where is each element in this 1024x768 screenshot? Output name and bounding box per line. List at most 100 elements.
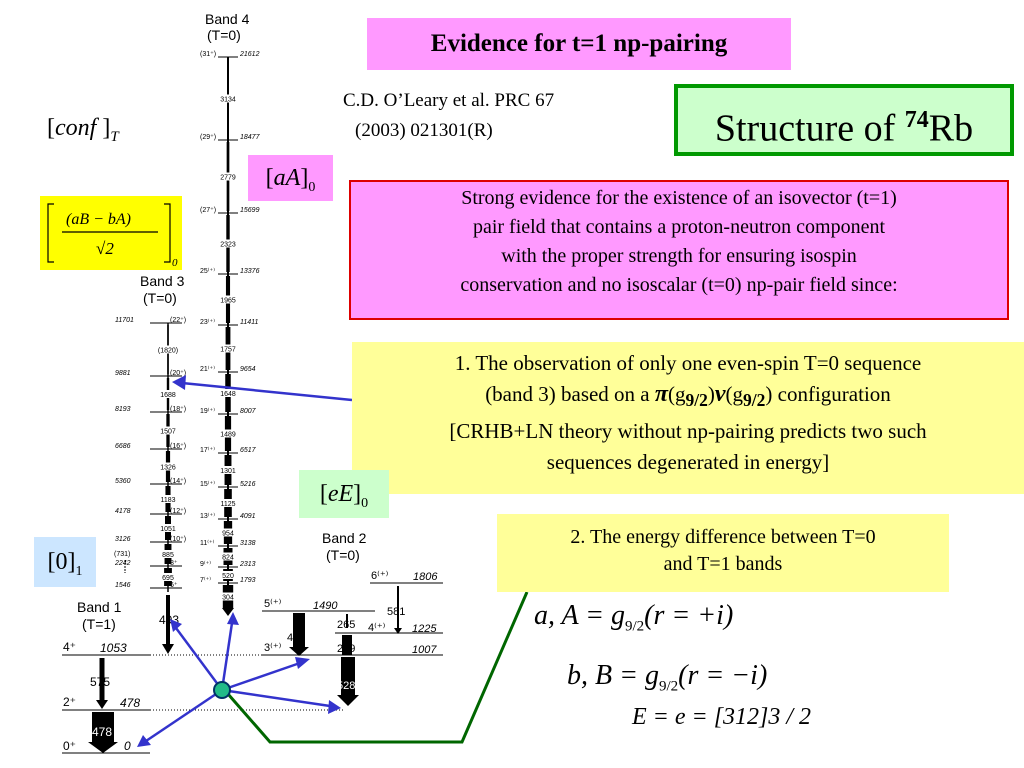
evidence-line: conservation and no isoscalar (t=0) np-p… bbox=[460, 274, 898, 296]
level-energy: 0 bbox=[124, 739, 131, 753]
point-text: (band 3) based on a bbox=[485, 382, 655, 406]
band3-name: Band 3 bbox=[140, 273, 185, 289]
arrowhead bbox=[88, 742, 118, 753]
label-bg bbox=[157, 573, 179, 581]
bracket: [ bbox=[47, 115, 55, 141]
orbital-subscript: 9/2 bbox=[685, 390, 708, 411]
reference-line1: C.D. O’Leary et al. PRC 67 bbox=[343, 90, 555, 111]
level-energy: 1793 bbox=[240, 577, 256, 584]
label-bg bbox=[157, 390, 179, 398]
level-energy: 9881 bbox=[115, 370, 131, 377]
level-energy: 8007 bbox=[240, 408, 257, 415]
arrow-to-band2-bottom bbox=[221, 661, 301, 692]
arrow-to-band3-bottom bbox=[174, 627, 224, 691]
formula-lhs: a, A = g bbox=[534, 600, 625, 631]
slide-title: Evidence for t=1 np-pairing bbox=[367, 18, 791, 70]
level-spin: (10⁺) bbox=[170, 536, 186, 543]
arrowhead bbox=[172, 375, 186, 390]
orbital-subscript: 9/2 bbox=[743, 390, 766, 411]
point-line: 1. The observation of only one even-spin… bbox=[454, 351, 922, 375]
transition-energy: 1051 bbox=[160, 526, 176, 533]
bracket: ] bbox=[300, 165, 309, 191]
label-body: conf bbox=[55, 115, 97, 141]
formula-sub: 9/2 bbox=[659, 678, 679, 695]
zero-label: [0]1 bbox=[34, 537, 96, 587]
band2-name: Band 2 bbox=[322, 530, 367, 546]
reference-line2: (2003) 021301(R) bbox=[355, 120, 493, 141]
label-bg bbox=[220, 295, 236, 304]
transition-energy: 219 bbox=[337, 643, 355, 655]
bracket: [ bbox=[265, 165, 274, 191]
evidence-line: pair field that contains a proton-neutro… bbox=[472, 216, 886, 238]
band4-name: Band 4 bbox=[205, 11, 250, 27]
transition-energy: 304 bbox=[222, 595, 234, 602]
level-spin: 11⁽⁺⁾ bbox=[200, 539, 215, 547]
transition-energy: 1757 bbox=[220, 347, 236, 354]
level-spin: (22⁺) bbox=[170, 317, 186, 324]
arrowhead bbox=[289, 647, 309, 656]
band2-iso: (T=0) bbox=[326, 547, 360, 563]
transition-thick bbox=[92, 712, 114, 742]
level-spin: (27⁺) bbox=[200, 207, 216, 214]
junction-node bbox=[213, 681, 231, 699]
level-energy: 21612 bbox=[239, 51, 260, 58]
level-energy: 15699 bbox=[240, 207, 260, 214]
level-energy: 1806 bbox=[413, 571, 438, 583]
level-energy: 3126 bbox=[115, 536, 131, 543]
arrow-to-band3 bbox=[181, 381, 353, 402]
aa-label: [aA]0 bbox=[248, 155, 333, 201]
label-body: eE bbox=[327, 481, 354, 507]
fraction-numerator: (aB − bA) bbox=[66, 211, 131, 228]
arrow-to-band2-528 bbox=[221, 688, 331, 708]
point-text: configuration bbox=[772, 382, 891, 406]
level-energy: 1053 bbox=[100, 641, 127, 655]
label-bg bbox=[157, 495, 179, 503]
arrowhead bbox=[222, 608, 234, 616]
transition-energy: 575 bbox=[90, 675, 110, 689]
label-sub: T bbox=[110, 128, 119, 145]
transition-energy: 478 bbox=[92, 725, 112, 739]
level-energy: 5360 bbox=[115, 478, 131, 485]
level-spin: 6⁺ bbox=[170, 582, 178, 589]
fraction-subscript: 0 bbox=[172, 257, 178, 269]
orbital-close: ) bbox=[707, 382, 715, 406]
level-energy: 6686 bbox=[115, 443, 131, 450]
label-bg bbox=[220, 552, 236, 561]
label-bg bbox=[220, 429, 236, 438]
level-energy: 2313 bbox=[239, 561, 256, 568]
level-spin: (29⁺) bbox=[200, 134, 216, 141]
level-spin: 15⁽⁺⁾ bbox=[200, 480, 215, 488]
label-bg bbox=[220, 571, 236, 579]
arrowhead bbox=[328, 700, 341, 714]
bracket: ] bbox=[96, 115, 111, 141]
fraction-svg: (aB − bA) √2 0 bbox=[47, 203, 178, 269]
transition-energy: 528 bbox=[337, 680, 355, 692]
label-bg bbox=[220, 466, 236, 474]
transition-energy: 2779 bbox=[220, 175, 236, 182]
point-line: sequences degenerated in energy] bbox=[546, 450, 830, 475]
evidence-line: with the proper strength for ensuring is… bbox=[501, 245, 857, 267]
transition-energy: 1125 bbox=[220, 501, 235, 508]
label-body: aA bbox=[273, 165, 301, 191]
level-energy: 11701 bbox=[115, 317, 134, 324]
transition-energy: 581 bbox=[387, 606, 405, 618]
level-spin: 17⁽⁺⁾ bbox=[200, 446, 215, 454]
formula-rhs: (r = +i) bbox=[644, 600, 734, 631]
scheme-marks: (31⁺)21612(29⁺)18477(27⁺)1569925⁽⁺⁾13376… bbox=[114, 51, 261, 616]
label-bg bbox=[220, 172, 236, 181]
label-bg bbox=[220, 344, 236, 353]
level-energy: 1490 bbox=[313, 600, 338, 612]
label-body: 0 bbox=[55, 549, 68, 575]
label-bg bbox=[157, 462, 179, 471]
level-spin: 19⁽⁺⁾ bbox=[200, 407, 215, 415]
level-spin: 8⁺ bbox=[170, 560, 178, 567]
mass-number: 74 bbox=[904, 107, 929, 133]
level-spin: (12⁺) bbox=[170, 508, 186, 515]
label-bg bbox=[220, 94, 236, 103]
label-bg bbox=[220, 389, 236, 397]
band1-name: Band 1 bbox=[77, 599, 122, 615]
band1-iso: (T=1) bbox=[82, 616, 116, 632]
point-line: and T=1 bands bbox=[663, 553, 783, 575]
transition-energy: 1326 bbox=[160, 465, 176, 472]
